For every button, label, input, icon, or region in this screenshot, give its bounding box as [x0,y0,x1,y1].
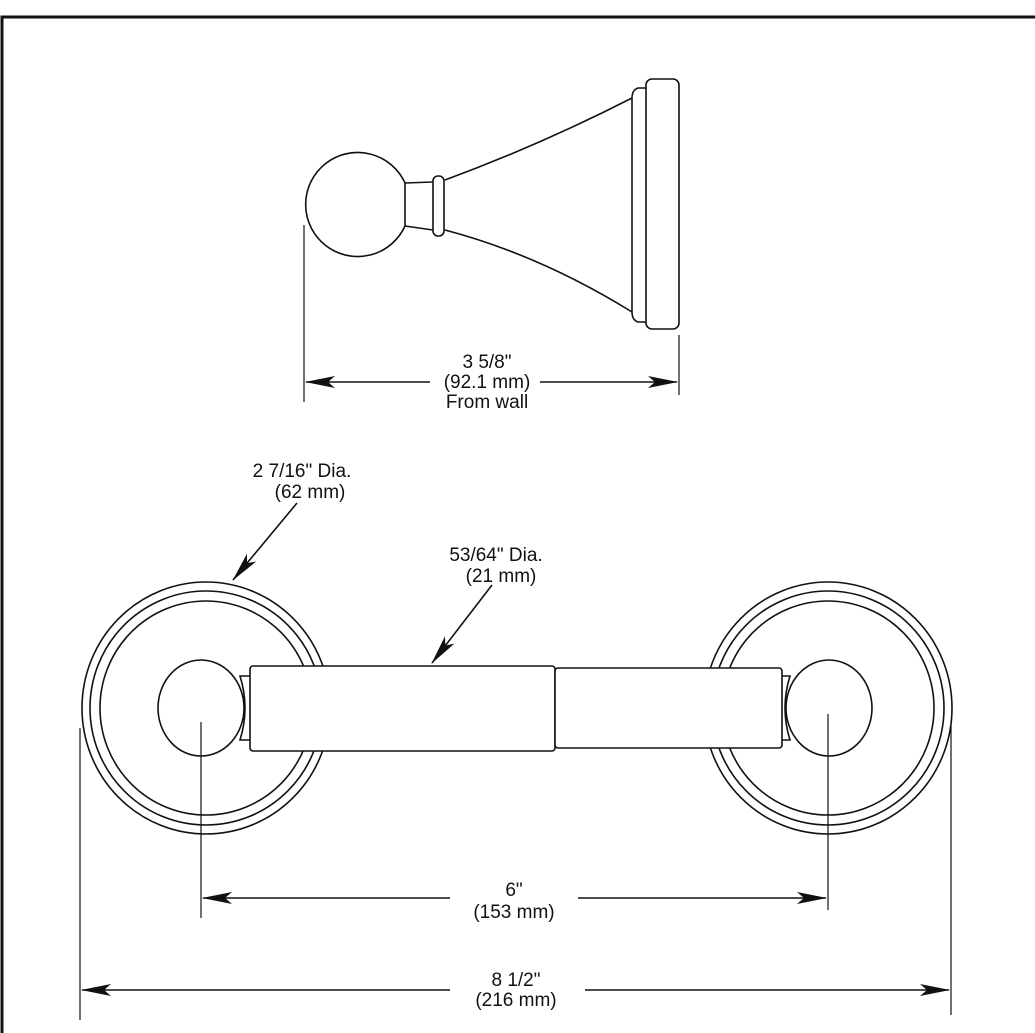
flange-dia-mm-label: (62 mm) [275,482,346,503]
roller-dia-inches-label: 53/64" Dia. [449,545,542,566]
depth-note-label: From wall [446,392,528,413]
roller-inner [554,667,783,749]
side-view: 3 5/8" (92.1 mm) From wall [303,78,680,413]
roller-dia-mm-label: (21 mm) [466,566,537,587]
overall-width-inches-label: 8 1/2" [491,970,540,991]
drawing-frame [0,15,1035,1033]
depth-mm-label: (92.1 mm) [444,372,531,393]
flange-dia-inches-label: 2 7/16" Dia. [253,461,352,482]
roller-outer [249,665,556,752]
right-knob [785,659,873,757]
front-view: 2 7/16" Dia. (62 mm) 53/64" Dia. (21 mm)… [79,461,953,1020]
center-width-mm-label: (153 mm) [473,902,554,923]
depth-inches-label: 3 5/8" [462,352,511,373]
center-width-inches-label: 6" [505,880,522,901]
overall-width-mm-label: (216 mm) [475,990,556,1011]
